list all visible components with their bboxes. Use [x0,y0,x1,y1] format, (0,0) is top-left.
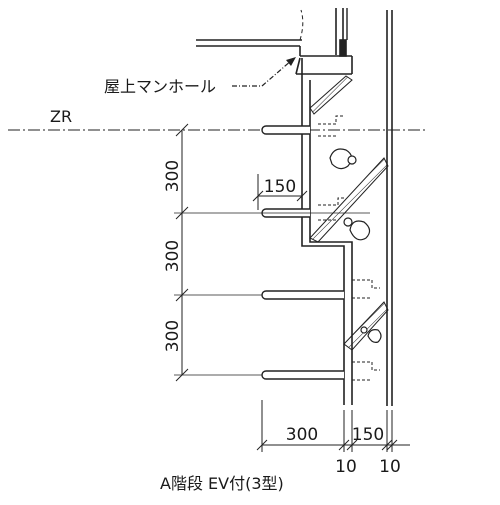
dim-bottom-150: 150 [352,425,384,445]
rung-3 [261,290,344,300]
vertical-dimension [175,123,189,382]
dim-rung-spacing-1: 300 [163,160,183,192]
brace-middle [309,157,389,243]
cast-details [329,148,382,343]
manhole-label: 屋上マンホール [104,77,216,96]
right-wall [386,10,393,406]
hidden-brackets [318,115,380,381]
brace-upper [309,75,353,115]
offset-dimension [252,174,308,210]
brace-lower [343,301,389,351]
zr-label: ZR [50,107,72,126]
dim-offset-150: 150 [264,177,296,197]
rung-1 [261,125,310,135]
dim-rung-spacing-2: 300 [163,240,183,272]
dim-bottom-10-b: 10 [379,457,401,477]
manhole-leader [232,57,296,87]
dim-rung-spacing-3: 300 [163,320,183,352]
bottom-dimension [256,400,410,452]
dim-bottom-10-a: 10 [335,457,357,477]
dim-bottom-300: 300 [286,425,318,445]
rung-extension-lines [174,212,370,376]
rung-4 [261,370,344,380]
roof-slab [196,8,353,75]
ladder-profile [301,58,353,405]
drawing-caption: A階段 EV付(3型) [160,474,284,493]
